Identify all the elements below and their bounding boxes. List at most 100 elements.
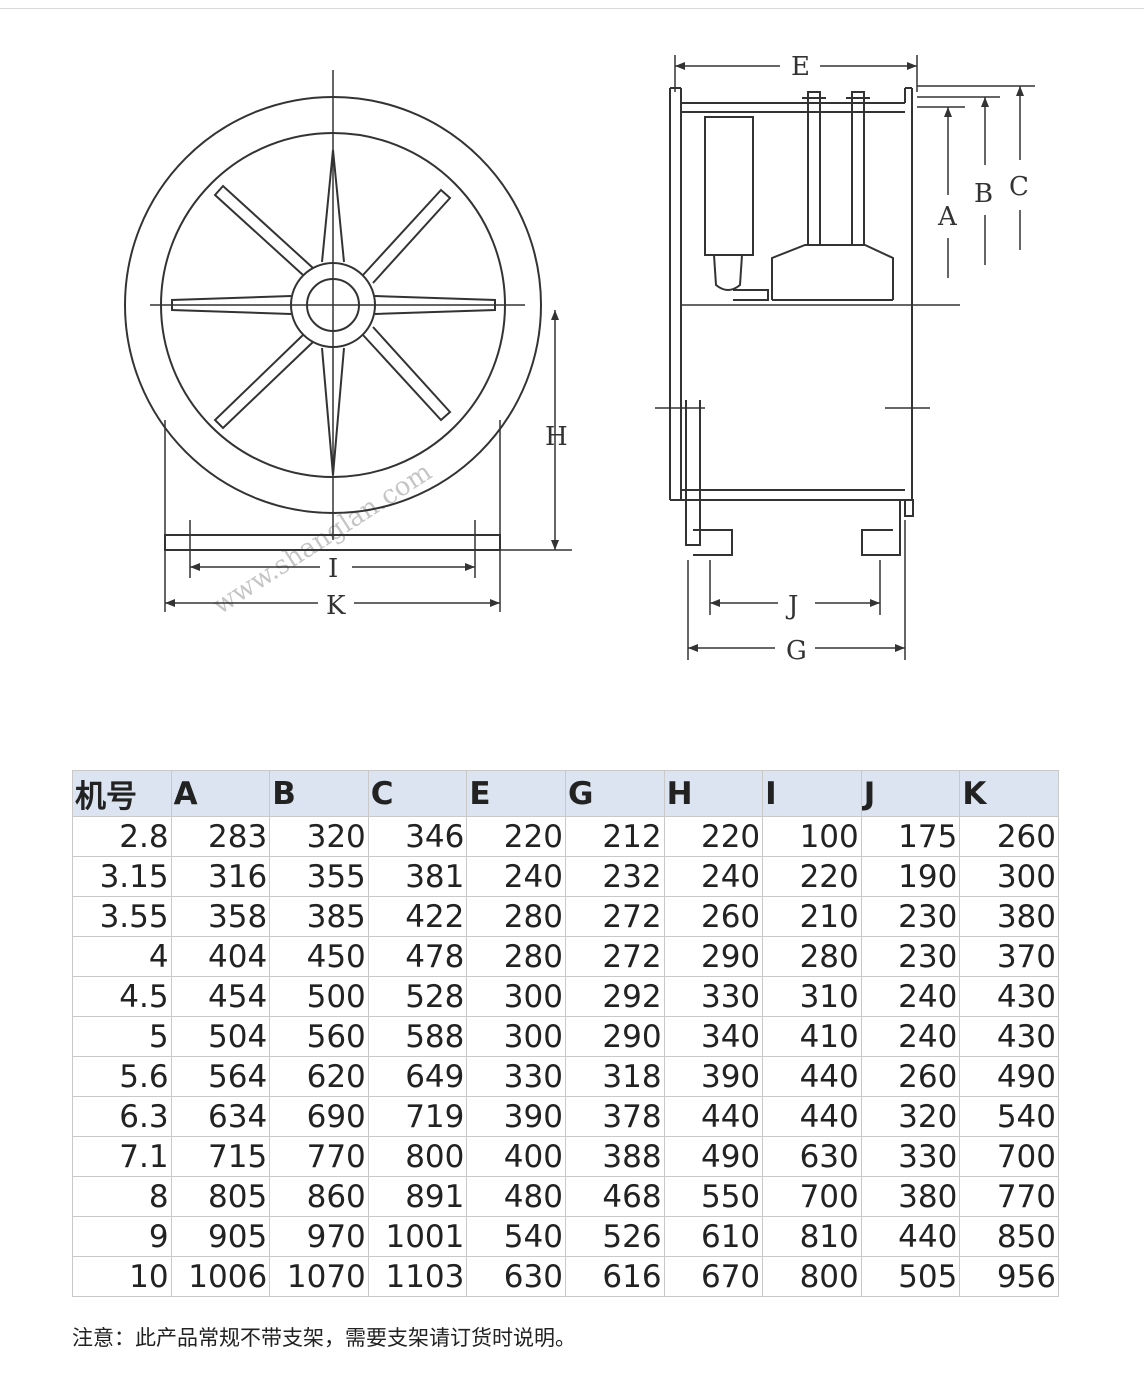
table-cell: 358 [170, 896, 271, 937]
fan-dimension-drawing: H I K E A B C J G www.shanglan.com [124, 52, 1035, 666]
table-cell: 891 [367, 1176, 468, 1217]
table-cell: 540 [466, 1216, 566, 1257]
table-cell: 422 [367, 896, 468, 937]
table-cell: 340 [663, 1016, 764, 1057]
table-cell: 370 [959, 936, 1059, 977]
table-cell: 490 [959, 1056, 1059, 1097]
table-cell: 616 [564, 1256, 665, 1297]
footnote: 注意：此产品常规不带支架，需要支架请订货时说明。 [72, 1326, 576, 1350]
table-cell: 526 [564, 1216, 665, 1257]
table-cell: 805 [170, 1176, 271, 1217]
table-cell: 380 [860, 1176, 961, 1217]
table-cell: 630 [466, 1256, 566, 1297]
table-cell: 1006 [170, 1256, 271, 1297]
column-header: B [269, 770, 369, 817]
table-cell: 378 [564, 1096, 665, 1137]
table-cell: 220 [466, 816, 566, 857]
dim-label-i: I [328, 554, 338, 584]
table-cell: 260 [663, 896, 764, 937]
table-cell: 212 [564, 816, 665, 857]
table-cell: 500 [269, 976, 369, 1017]
table-cell: 564 [170, 1056, 271, 1097]
dim-label-h: H [545, 422, 568, 452]
column-header: 机号 [72, 770, 172, 817]
table-cell: 8 [72, 1176, 172, 1217]
table-cell: 10 [72, 1256, 172, 1297]
side-view [655, 55, 1035, 660]
table-cell: 320 [269, 816, 369, 857]
table-cell: 860 [269, 1176, 369, 1217]
dim-label-e: E [791, 52, 810, 82]
table-cell: 240 [466, 856, 566, 897]
table-cell: 719 [367, 1096, 468, 1137]
dim-label-c: C [1009, 172, 1029, 202]
table-cell: 550 [663, 1176, 764, 1217]
column-header: I [762, 770, 862, 817]
column-header: C [367, 770, 468, 817]
table-cell: 505 [860, 1256, 961, 1297]
dim-label-a: A [937, 202, 958, 232]
column-header: K [959, 770, 1059, 817]
table-cell: 478 [367, 936, 468, 977]
table-cell: 634 [170, 1096, 271, 1137]
table-cell: 480 [466, 1176, 566, 1217]
column-header: J [860, 770, 961, 817]
table-cell: 430 [959, 1016, 1059, 1057]
column-header: E [466, 770, 566, 817]
dim-label-j: J [785, 591, 798, 621]
table-cell: 620 [269, 1056, 369, 1097]
table-cell: 610 [663, 1216, 764, 1257]
watermark: www.shanglan.com [207, 457, 437, 621]
table-cell: 220 [762, 856, 862, 897]
column-header: A [170, 770, 271, 817]
table-cell: 381 [367, 856, 468, 897]
table-cell: 850 [959, 1216, 1059, 1257]
table-cell: 310 [762, 976, 862, 1017]
table-cell: 390 [466, 1096, 566, 1137]
front-view [124, 70, 572, 612]
table-cell: 385 [269, 896, 369, 937]
table-cell: 260 [959, 816, 1059, 857]
table-cell: 700 [762, 1176, 862, 1217]
table-cell: 440 [860, 1216, 961, 1257]
table-cell: 468 [564, 1176, 665, 1217]
table-cell: 440 [663, 1096, 764, 1137]
table-cell: 316 [170, 856, 271, 897]
table-cell: 330 [466, 1056, 566, 1097]
table-cell: 9 [72, 1216, 172, 1257]
table-cell: 330 [860, 1136, 961, 1177]
dimension-labels: H I K E A B C J G [326, 52, 1029, 666]
table-cell: 905 [170, 1216, 271, 1257]
table-cell: 7.1 [72, 1136, 172, 1177]
table-cell: 715 [170, 1136, 271, 1177]
table-cell: 1001 [367, 1216, 468, 1257]
table-cell: 440 [762, 1056, 862, 1097]
table-cell: 770 [959, 1176, 1059, 1217]
dim-label-g: G [786, 636, 807, 666]
table-cell: 240 [860, 1016, 961, 1057]
table-cell: 3.15 [72, 856, 172, 897]
table-cell: 272 [564, 936, 665, 977]
top-divider [0, 8, 1144, 9]
table-cell: 280 [466, 896, 566, 937]
table-cell: 330 [663, 976, 764, 1017]
table-cell: 240 [860, 976, 961, 1017]
column-header: H [663, 770, 764, 817]
table-cell: 4 [72, 936, 172, 977]
table-cell: 400 [466, 1136, 566, 1177]
table-cell: 810 [762, 1216, 862, 1257]
table-cell: 410 [762, 1016, 862, 1057]
table-cell: 770 [269, 1136, 369, 1177]
table-cell: 300 [466, 1016, 566, 1057]
table-cell: 272 [564, 896, 665, 937]
table-cell: 1070 [269, 1256, 369, 1297]
